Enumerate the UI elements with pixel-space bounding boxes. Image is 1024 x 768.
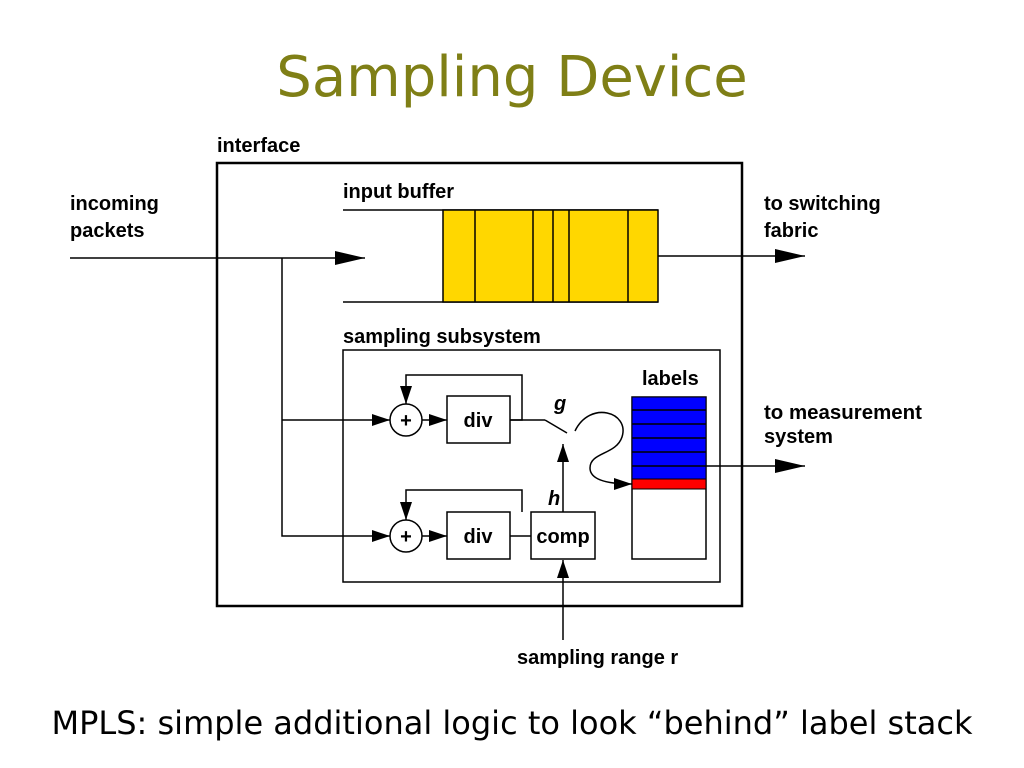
- switching-label-line2: fabric: [764, 220, 818, 242]
- slide-caption: MPLS: simple additional logic to look “b…: [51, 704, 973, 742]
- adder-lower-symbol: +: [400, 526, 412, 548]
- labels-title: labels: [642, 368, 699, 390]
- incoming-label-line2: packets: [70, 220, 145, 242]
- sampled-label-marker: [631, 478, 707, 490]
- sampling-device-diagram: interface incoming packets input buffer …: [70, 135, 922, 669]
- switch-g: [544, 419, 568, 434]
- buffer-cells: [442, 209, 659, 303]
- adder-upper-symbol: +: [400, 410, 412, 432]
- interface-box: [215, 161, 744, 608]
- label-stack-dividers: [632, 409, 706, 467]
- incoming-label-line1: incoming: [70, 193, 159, 215]
- measurement-label-line2: system: [764, 426, 833, 448]
- div-label-lower: div: [464, 526, 494, 548]
- feedback-lower: [400, 489, 523, 520]
- div-label-upper: div: [464, 410, 494, 432]
- input-buffer-label: input buffer: [343, 181, 454, 203]
- interface-label: interface: [217, 135, 300, 157]
- switching-label-line1: to switching: [764, 193, 881, 215]
- sampling-range-label: sampling range r: [517, 647, 678, 669]
- subsystem-label: sampling subsystem: [343, 326, 541, 348]
- measurement-label-line1: to measurement: [764, 402, 922, 424]
- buffer-packets: [442, 209, 659, 303]
- h-label: h: [548, 488, 560, 510]
- g-label: g: [553, 393, 566, 415]
- tap-line-lower: [281, 258, 390, 542]
- slide-title: Sampling Device: [276, 45, 748, 110]
- switch-to-labels-curve: [574, 411, 633, 490]
- comp-label: comp: [536, 526, 589, 548]
